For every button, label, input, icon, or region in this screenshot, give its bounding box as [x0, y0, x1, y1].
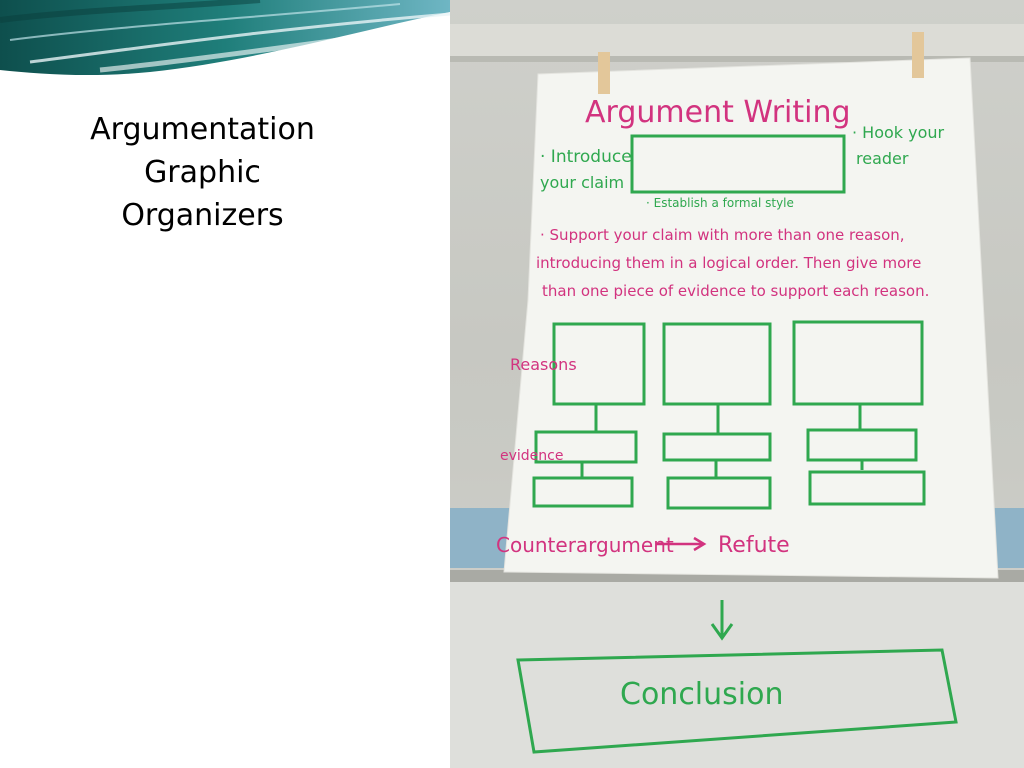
chart-paper: [503, 57, 999, 579]
title-line-3: Organizers: [121, 198, 284, 233]
introduce-label-2: your claim: [540, 173, 624, 192]
top-rail: [450, 24, 1024, 62]
whiteboard: [450, 582, 1024, 768]
evidence-box-2b: [666, 476, 772, 510]
reason-box-3: [792, 320, 924, 406]
reasons-label: Reasons: [510, 355, 577, 374]
hook-label: · Hook your: [852, 123, 945, 142]
poster-heading: Argument Writing: [585, 95, 851, 130]
wave-graphic: [0, 0, 450, 76]
title-line-1: Argumentation: [90, 112, 315, 147]
clothespin-left: [598, 52, 610, 94]
evidence-box-3b: [808, 470, 926, 506]
formal-style-label: · Establish a formal style: [646, 196, 794, 210]
header-banner-decoration: [0, 0, 450, 76]
refute-label: Refute: [718, 533, 790, 558]
poster-photo-drawing: Argument Writing · Introduce your claim …: [450, 24, 1024, 768]
evidence-label: evidence: [500, 448, 563, 464]
support-line-3: than one piece of evidence to support ea…: [542, 282, 929, 300]
introduce-label: · Introduce: [540, 147, 632, 167]
hook-label-2: reader: [856, 149, 909, 168]
evidence-box-1b: [532, 476, 634, 508]
poster-photo: Argument Writing · Introduce your claim …: [450, 0, 1024, 768]
support-line-1: · Support your claim with more than one …: [540, 226, 905, 244]
evidence-box-1a: [534, 430, 638, 464]
title-line-2: Graphic: [144, 155, 261, 190]
reason-box-1: [552, 322, 646, 406]
slide-title: Argumentation Graphic Organizers: [40, 108, 365, 237]
conclusion-box: [516, 648, 958, 754]
claim-box: [630, 134, 846, 194]
clothespin-right: [912, 32, 924, 78]
conclusion-label: Conclusion: [620, 677, 784, 712]
support-line-2: introducing them in a logical order. The…: [536, 254, 921, 272]
counterargument-label: Counterargument: [496, 533, 674, 557]
